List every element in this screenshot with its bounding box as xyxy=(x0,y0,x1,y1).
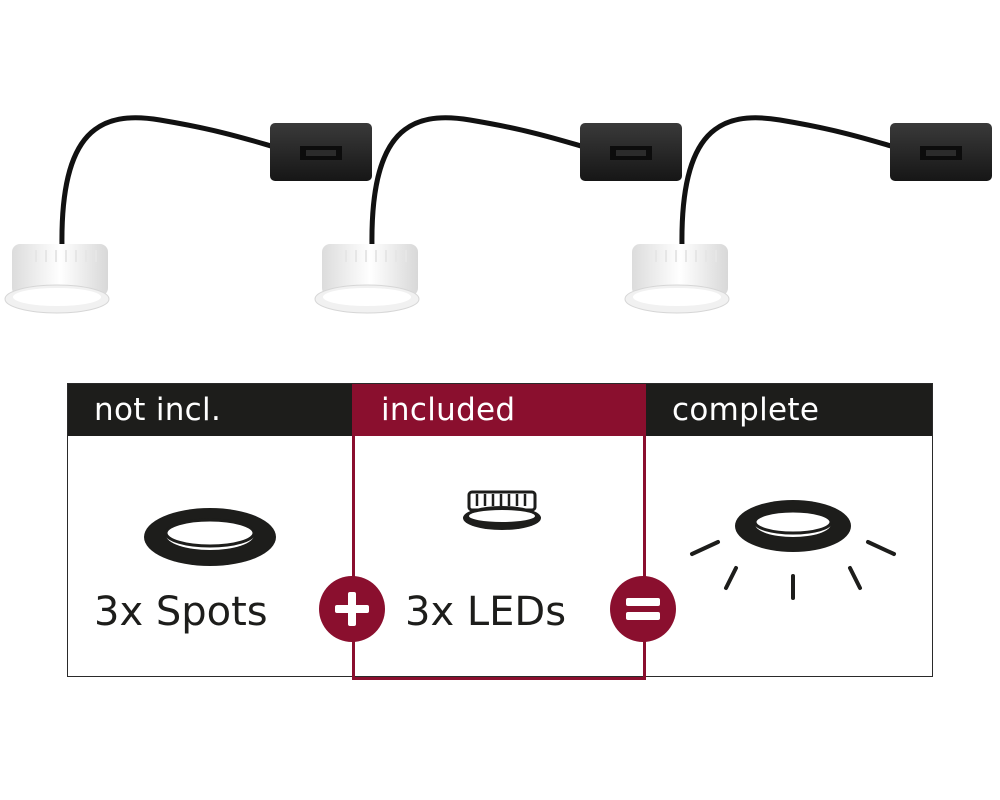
leds-caption: 3x LEDs xyxy=(405,589,567,635)
equals-icon xyxy=(610,576,676,642)
package-contents-panel: not incl. 3x Spots included 3x LEDs comp… xyxy=(67,383,933,680)
recessed-spot-ring-icon xyxy=(144,508,276,566)
lit-spotlight-icon xyxy=(690,500,896,600)
column-not-included: not incl. 3x Spots xyxy=(68,384,352,676)
column-header: not incl. xyxy=(68,384,352,436)
spots-caption: 3x Spots xyxy=(94,589,268,635)
product-photo xyxy=(4,0,1000,360)
plus-icon xyxy=(319,576,385,642)
column-header: complete xyxy=(646,384,932,436)
column-header: included xyxy=(352,384,646,436)
column-complete: complete xyxy=(646,384,932,676)
led-module-icon xyxy=(463,490,541,530)
column-included: included 3x LEDs xyxy=(352,384,646,680)
